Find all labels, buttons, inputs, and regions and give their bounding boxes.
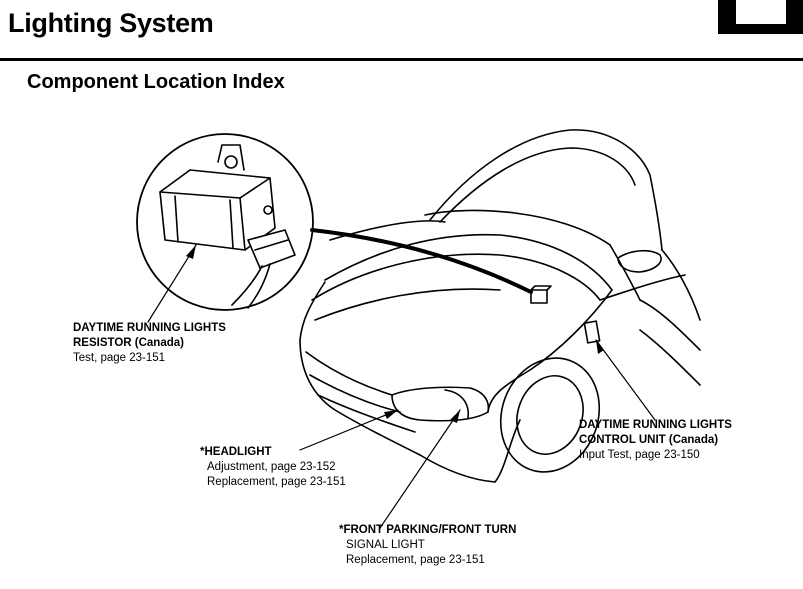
resistor-callout: DAYTIME RUNNING LIGHTS RESISTOR (Canada)… (73, 321, 226, 366)
headlight-callout: *HEADLIGHT Adjustment, page 23-152 Repla… (200, 445, 346, 490)
leader-arrowheads (186, 245, 604, 423)
page-title: Lighting System (8, 8, 214, 38)
drl-resistor-marker (530, 285, 552, 304)
parking-light-callout-line1: *FRONT PARKING/FRONT TURN (339, 524, 517, 536)
section-title: Component Location Index (27, 71, 285, 93)
resistor-callout-ref: Test, page 23-151 (73, 352, 166, 364)
control-unit-callout-line1: DAYTIME RUNNING LIGHTS (579, 419, 732, 431)
headlight-callout-name: *HEADLIGHT (200, 446, 272, 458)
headlight-callout-ref1: Adjustment, page 23-152 (207, 461, 336, 473)
resistor-callout-line1: DAYTIME RUNNING LIGHTS (73, 322, 226, 334)
control-unit-callout-line2: CONTROL UNIT (Canada) (579, 434, 719, 446)
car-body (299, 129, 701, 483)
control-unit-callout: DAYTIME RUNNING LIGHTS CONTROL UNIT (Can… (579, 418, 732, 463)
section-tab-marker-inner (736, 0, 786, 24)
parking-light-callout-line2: SIGNAL LIGHT (346, 539, 425, 551)
control-unit-callout-ref: Input Test, page 23-150 (579, 449, 700, 461)
leader-lines (147, 244, 656, 529)
resistor-callout-line2: RESISTOR (Canada) (73, 337, 184, 349)
headlight-callout-ref2: Replacement, page 23-151 (207, 476, 346, 488)
parking-light-callout-ref: Replacement, page 23-151 (346, 554, 485, 566)
parking-light-callout: *FRONT PARKING/FRONT TURN SIGNAL LIGHT R… (339, 523, 516, 568)
drl-control-unit-marker (583, 320, 601, 344)
inset-connector-line (310, 228, 533, 294)
resistor-detail-inset (136, 133, 314, 311)
title-rule (0, 58, 803, 61)
